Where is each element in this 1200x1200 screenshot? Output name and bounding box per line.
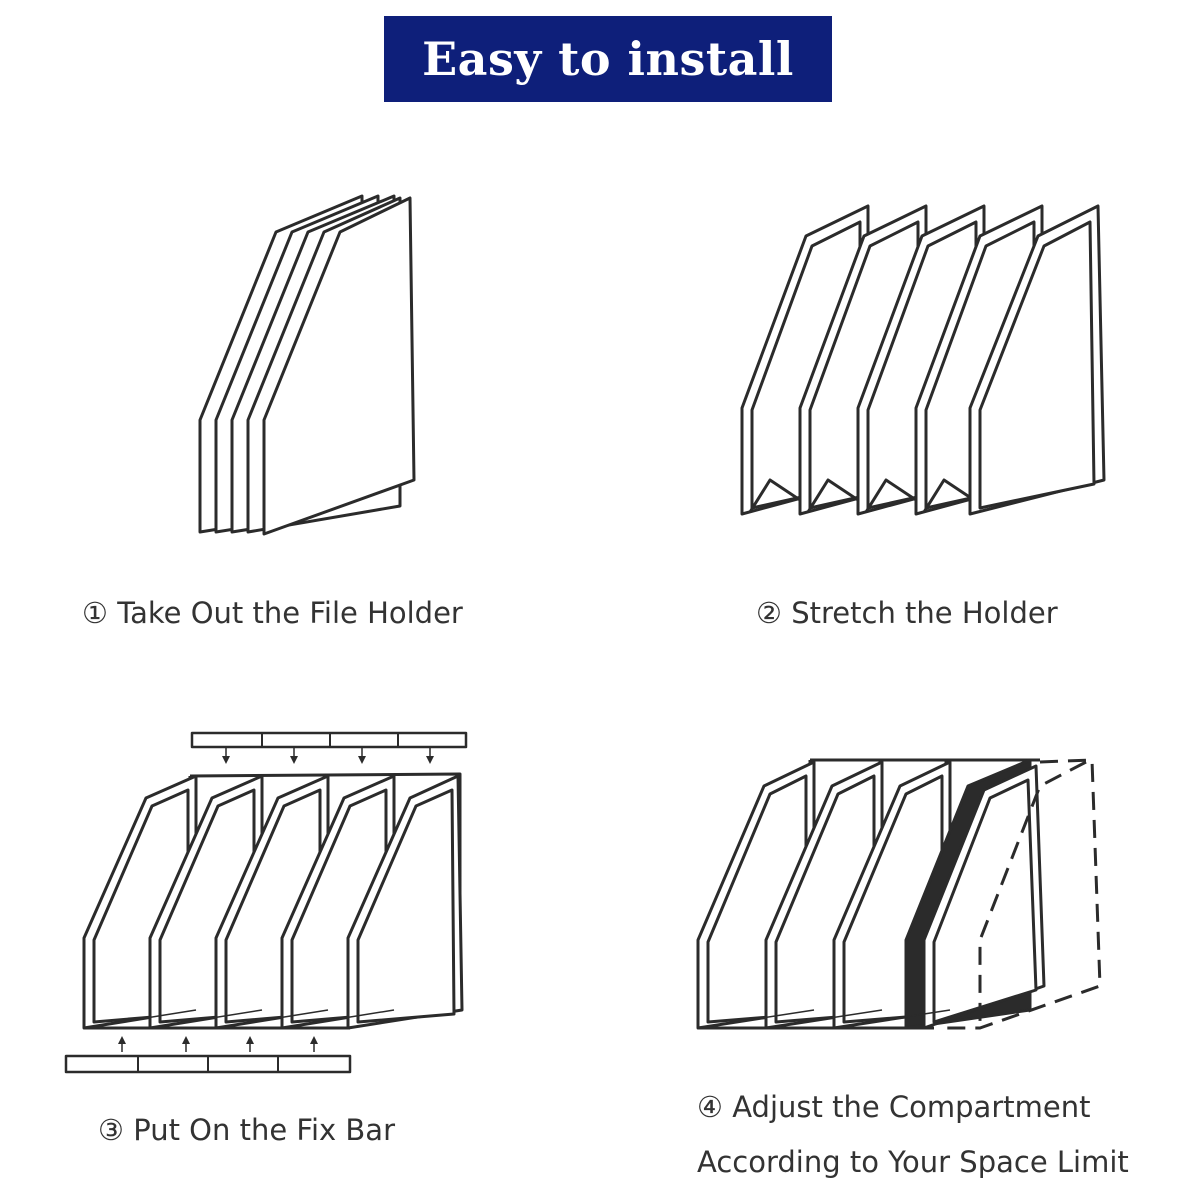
folded-holder-illustration <box>198 194 416 536</box>
stretched-holder-illustration <box>740 204 1106 516</box>
title-banner: Easy to install <box>384 16 832 102</box>
step-4-caption: ④ Adjust the Compartment <box>697 1090 1091 1124</box>
step-2-caption: ② Stretch the Holder <box>756 596 1058 630</box>
step-1-caption: ① Take Out the File Holder <box>82 596 463 630</box>
fix-bar-illustration <box>64 731 468 1074</box>
step-3-caption: ③ Put On the Fix Bar <box>98 1113 395 1147</box>
page-title: Easy to install <box>422 32 794 86</box>
step-4-caption-line2: According to Your Space Limit <box>697 1145 1129 1179</box>
adjust-compartment-illustration <box>696 758 1102 1030</box>
